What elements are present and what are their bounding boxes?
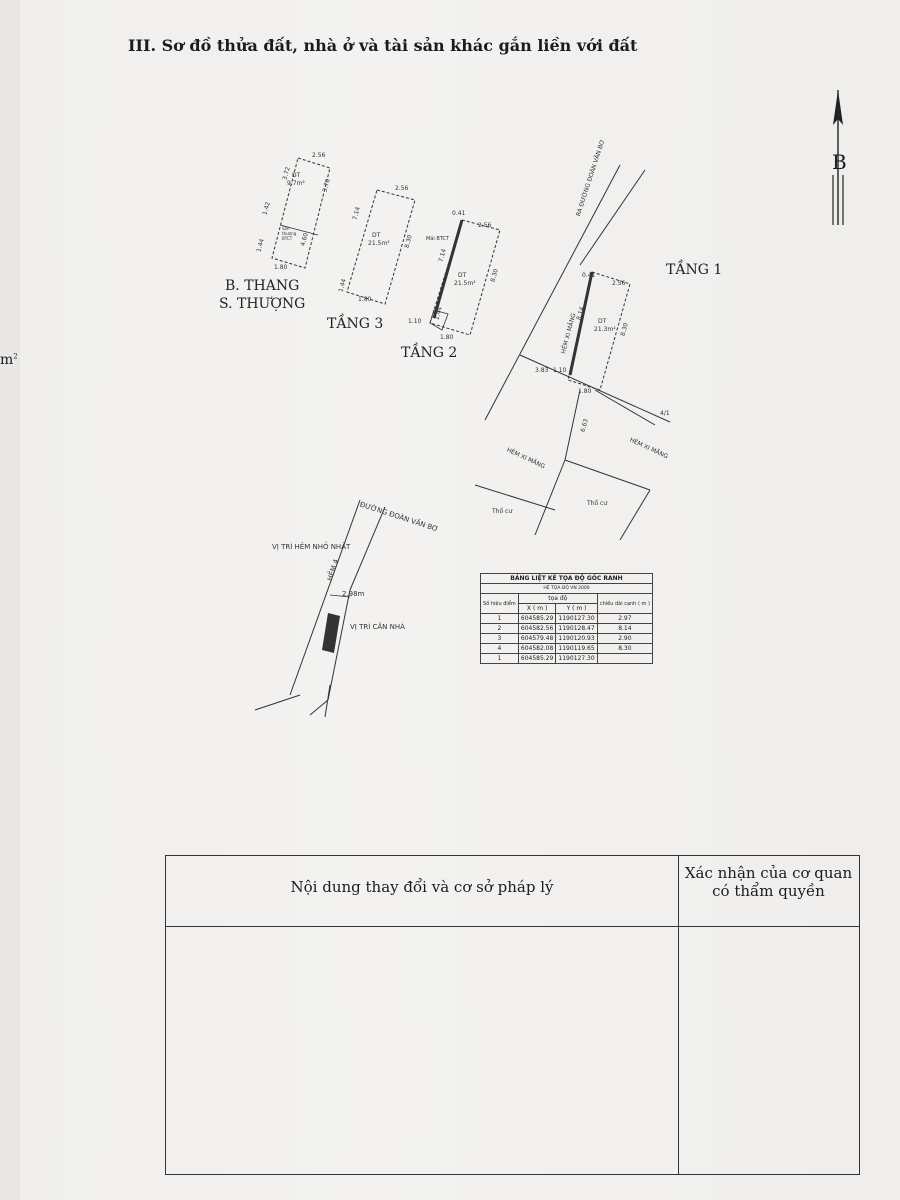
coord-x: 604585.29 [517,653,557,664]
legal-table-header: Nội dung thay đổi và cơ sở pháp lý Xác n… [166,856,859,927]
location-width: 2.98m [342,590,365,598]
document-page [20,0,900,1200]
location-alley-pos: VỊ TRÍ HẺM NHỎ NHẤT [272,543,351,551]
coord-len: 2.97 [596,613,654,624]
floor3-area: 21.5m² [368,240,390,247]
floor1-land-1: Thổ cư [492,508,513,515]
floor3-dim-top: 2.56 [395,185,409,192]
floor1-area: 21.3m² [594,326,616,333]
floor1-dim-bottom: 1.80 [578,388,592,395]
coord-y: 1190119.65 [555,643,598,654]
plan-floor-3 [346,189,416,305]
stair-dim-bottom: 1.80 [274,264,288,271]
stair-note: Sân thượng BTCT [282,226,297,241]
floor1-dim-corner: 0.41 [582,272,596,279]
legal-col2-line1: Xác nhận của cơ quan [684,864,853,882]
coord-col-len: chiều dài cạnh ( m ) [596,593,654,614]
coord-len [596,653,654,664]
coord-table-subtitle: HỆ TỌA ĐỘ VN 2000 [480,583,653,594]
legal-col1-header: Nội dung thay đổi và cơ sở pháp lý [290,878,554,896]
stair-area-label: DT [292,172,301,179]
label-floor-2: TẦNG 2 [401,345,458,361]
coord-x: 604582.56 [517,623,557,634]
north-arrow-icon [832,90,844,225]
floor2-area: 21.5m² [454,280,476,287]
legal-changes-table: Nội dung thay đổi và cơ sở pháp lý Xác n… [165,855,860,1175]
north-label: B [832,150,847,174]
location-sketch [254,499,386,718]
coord-y: 1190127.30 [555,613,598,624]
coord-y: 1190127.30 [555,653,598,664]
legal-col2-line2: có thẩm quyền [712,882,825,900]
plan-stair-terrace [271,157,331,269]
floor2-dim-bottom: 1.80 [440,334,454,341]
plan-floor-1-site [474,164,671,540]
coord-point: 3 [480,633,519,644]
floor2-dim-corner: 0.41 [452,210,466,217]
floor1-area-label: DT [598,318,607,325]
floor3-dim-bottom: 1.80 [358,296,372,303]
floor3-area-label: DT [372,232,381,239]
edge-unit: m2 [0,352,18,368]
coordinate-table: BẢNG LIỆT KÊ TỌA ĐỘ GÓC RANH HỆ TỌA ĐỘ V… [480,573,654,664]
stair-dim-top: 2.56 [312,152,326,159]
coord-len: 2.90 [596,633,654,644]
coord-point: 1 [480,613,519,624]
floor1-mark: 4/1 [660,410,670,417]
floor2-area-label: DT [458,272,467,279]
coord-y: 1190128.47 [555,623,598,634]
coord-x: 604582.08 [517,643,557,654]
coord-x: 604585.29 [517,613,557,624]
plan-floor-2 [429,219,501,336]
label-floor-1: TẦNG 1 [666,262,723,278]
coord-len: 8.30 [596,643,654,654]
coord-point: 4 [480,643,519,654]
label-terrace: S. THƯỢNG [219,296,306,312]
floor1-dim-top: 2.56 [612,280,626,287]
floor1-dim-alley: 3.83 [535,367,549,374]
stair-area: 9.7m² [287,180,305,187]
coord-point: 1 [480,653,519,664]
coord-point: 2 [480,623,519,634]
coord-y: 1190120.93 [555,633,598,644]
floor2-note: Mái BTCT [426,236,450,242]
label-stair: B. THANG [225,278,300,294]
section-title: III. Sơ đồ thửa đất, nhà ở và tài sản kh… [128,36,638,55]
coord-len: 8.14 [596,623,654,634]
coord-table-title: BẢNG LIỆT KÊ TỌA ĐỘ GÓC RANH [480,573,653,584]
location-house-pos: VỊ TRÍ CĂN NHÀ [350,623,405,631]
coord-col-y: Y ( m ) [555,603,598,614]
label-floor-3: TẦNG 3 [327,316,384,332]
floor1-land-2: Thổ cư [587,500,608,507]
coord-col-point: Số hiệu điểm [480,593,519,614]
legal-col-content [166,856,679,1174]
legal-col2-header: Xác nhận của cơ quan có thẩm quyền [678,864,859,900]
floor2-dim-left3: 1.10 [408,318,422,325]
floor2-dim-top: 2.56 [478,222,492,229]
floor1-dim-left2: 1.10 [553,367,567,374]
coord-col-coord: tọa độ [517,593,598,604]
coord-x: 604579.48 [517,633,557,644]
coord-col-x: X ( m ) [517,603,557,614]
